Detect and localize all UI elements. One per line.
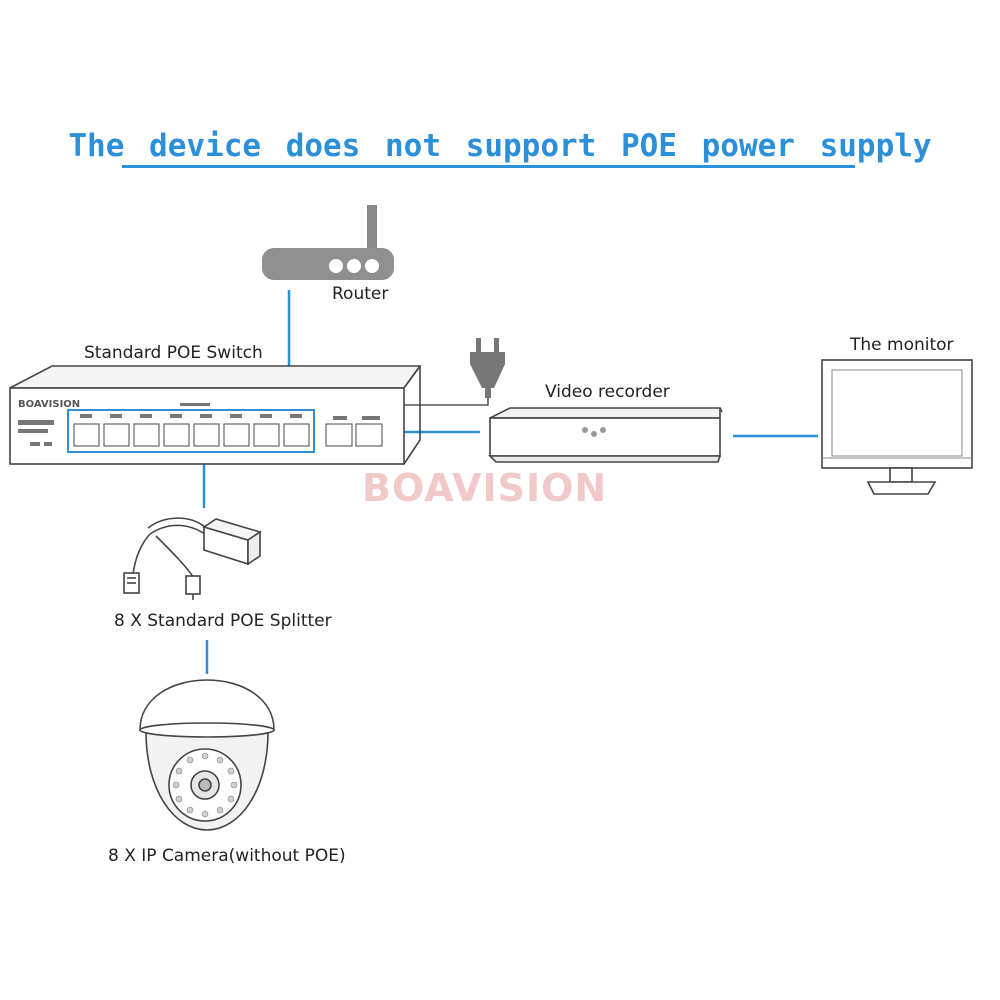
splitter-label: 8 X Standard POE Splitter (114, 611, 332, 631)
poe-switch-icon (9, 365, 422, 465)
diagram-title: The device does not support POE power su… (68, 128, 932, 164)
watermark: BOAVISION (362, 466, 608, 510)
power-plug-icon (470, 338, 505, 398)
recorder-label: Video recorder (545, 382, 670, 402)
router-icon (262, 205, 394, 280)
camera-label: 8 X IP Camera(without POE) (108, 846, 346, 866)
poe-splitter-icon (123, 517, 262, 600)
monitor-icon (821, 359, 973, 495)
title-underline (122, 165, 855, 168)
router-label: Router (332, 284, 389, 304)
switch-brand: BOAVISION (18, 399, 81, 410)
switch-label: Standard POE Switch (84, 343, 263, 363)
monitor-label: The monitor (850, 335, 954, 355)
power-cord (404, 398, 489, 406)
video-recorder-icon (488, 407, 723, 463)
dome-camera-icon (139, 679, 275, 831)
